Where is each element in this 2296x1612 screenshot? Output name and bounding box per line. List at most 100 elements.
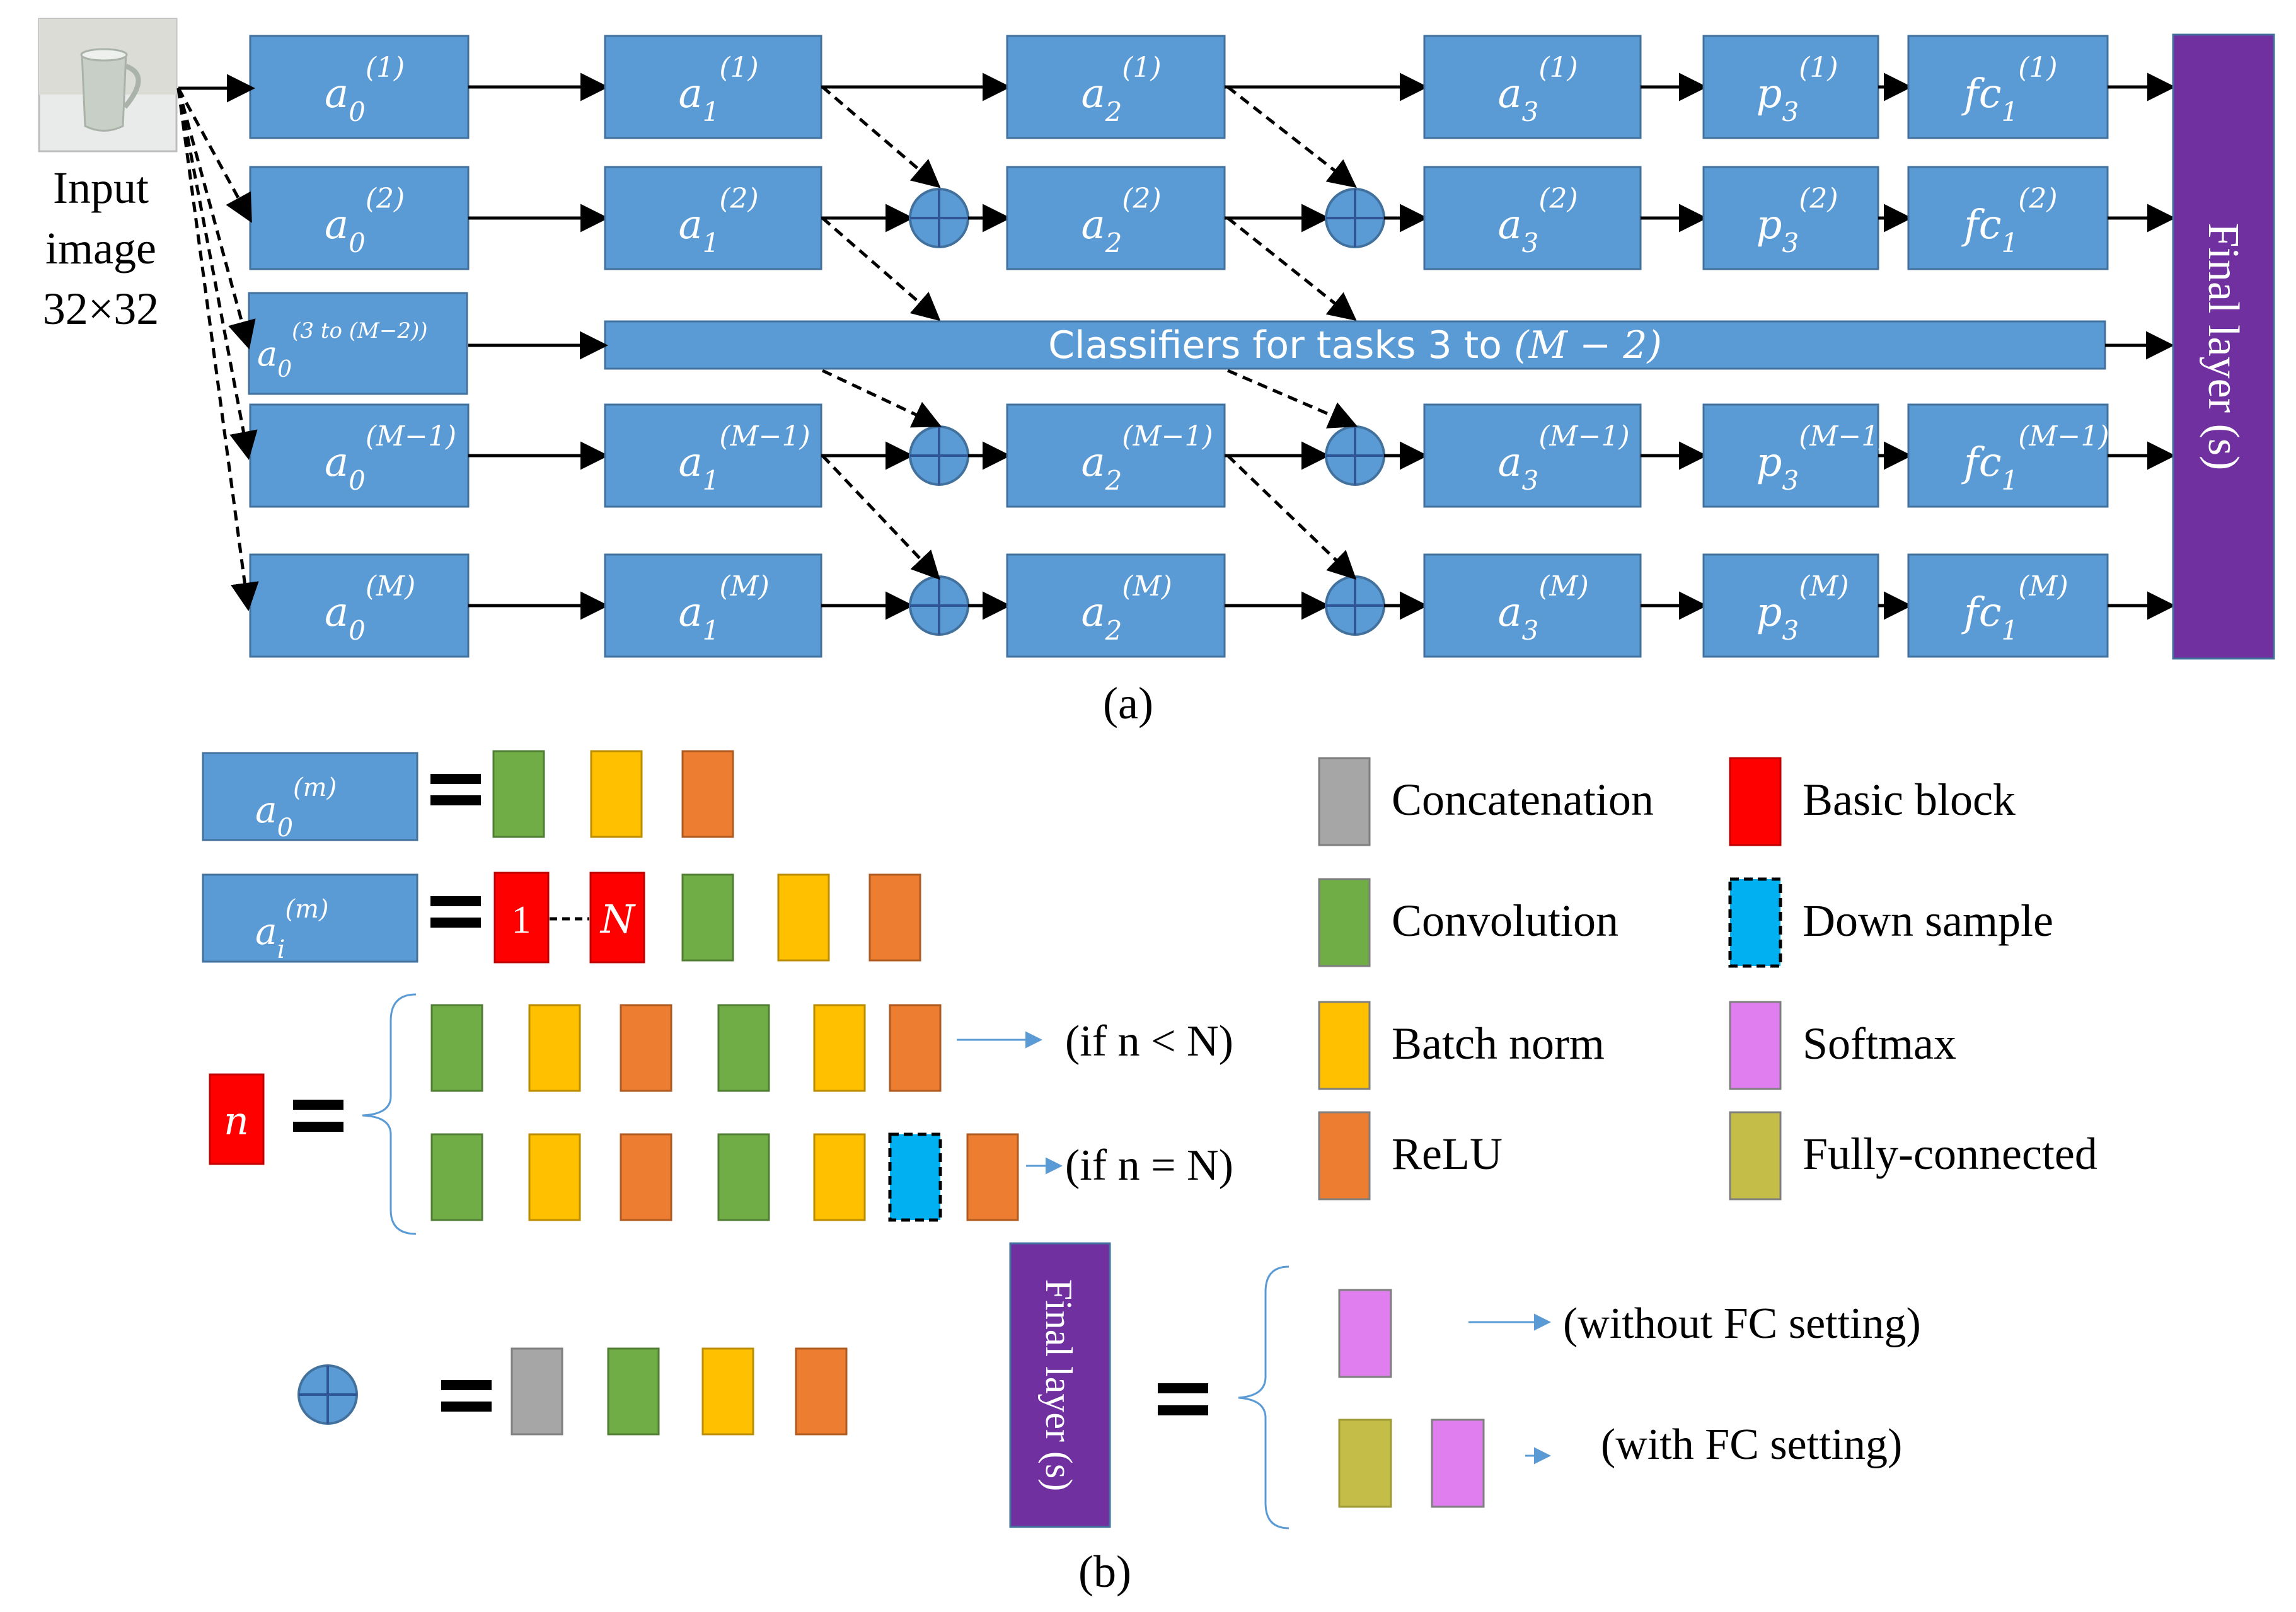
- node-base: a: [325, 202, 349, 248]
- node-base: p: [1757, 439, 1782, 486]
- node-base: a: [1082, 589, 1105, 636]
- basic-block-1: 1: [493, 872, 550, 964]
- node-base: a: [325, 589, 349, 636]
- node-sub: 3: [1522, 465, 1539, 496]
- block-convolution: [607, 1347, 660, 1436]
- input-label-line2: image: [45, 223, 156, 273]
- svg-text:a0(m): a0(m): [255, 773, 337, 843]
- svg-text:a3(1): a3(1): [1498, 52, 1578, 127]
- node-base: fc: [1961, 589, 2002, 636]
- node-a0-row2: a0(2): [249, 166, 470, 270]
- basic-block-N: N: [589, 872, 645, 964]
- legend-item-softmax: Softmax: [1729, 1001, 1956, 1090]
- block-down-sample: [888, 1132, 942, 1222]
- node-sub: 1: [2002, 227, 2019, 258]
- svg-text:a2(M): a2(M): [1082, 570, 1172, 646]
- def-ai-sub: i: [277, 935, 286, 964]
- node-sub: 1: [703, 615, 720, 646]
- svg-text:p3(M): p3(M): [1757, 570, 1849, 646]
- node-sub: 1: [703, 227, 720, 258]
- svg-text:a0(3 to (M−2)): a0(3 to (M−2)): [257, 318, 427, 383]
- node-sub: 3: [1522, 96, 1539, 127]
- node-sub: 2: [1105, 96, 1122, 127]
- legend-label: ReLU: [1392, 1129, 1503, 1179]
- node-base: a: [1498, 439, 1522, 486]
- svg-text:a2(M−1): a2(M−1): [1082, 420, 1213, 496]
- legend-item-concatenation: Concatenation: [1318, 757, 1654, 846]
- def-a0-node: a0(m): [202, 752, 418, 843]
- node-sup: (2): [366, 183, 405, 215]
- input-fanout-arrows: [176, 74, 259, 611]
- def-a0-base: a: [255, 788, 277, 831]
- def-a0-sub: 0: [277, 814, 293, 843]
- block-relu: [868, 873, 921, 962]
- node-sup: (M−1): [1799, 420, 1889, 452]
- svg-text:a3(2): a3(2): [1498, 183, 1578, 258]
- svg-text:fc1(2): fc1(2): [1961, 183, 2058, 258]
- node-a2-row1: a2(1): [1006, 35, 1226, 139]
- node-sub: 2: [1105, 615, 1122, 646]
- block-relu: [620, 1133, 672, 1221]
- final-layer-def-block: Final layer (s): [1009, 1242, 1111, 1528]
- node-sup: (M): [1799, 570, 1849, 602]
- node-base: a: [679, 202, 703, 248]
- legend-label: Basic block: [1803, 774, 2016, 825]
- block-concatenation: [511, 1347, 563, 1436]
- node-a1-row5: a1(M): [604, 553, 822, 658]
- def-ai-node: ai(m): [202, 873, 418, 964]
- equals-sign: [430, 896, 481, 928]
- brace-final: [1238, 1265, 1289, 1529]
- node-base: a: [325, 439, 349, 486]
- node-a0-row3-sub: 0: [277, 357, 292, 383]
- node-sup: (1): [719, 52, 758, 84]
- block-batch-norm: [813, 1004, 866, 1092]
- svg-text:a0(M−1): a0(M−1): [325, 420, 456, 496]
- node-sub: 2: [1105, 227, 1122, 258]
- node-sup: (M): [2018, 570, 2068, 602]
- node-base: fc: [1961, 71, 2002, 117]
- classifier-bar-math: (M − 2): [1514, 323, 1662, 367]
- node-fc1-row1: fc1(1): [1907, 35, 2109, 139]
- add-operator-icon: [909, 425, 969, 486]
- node-a0-row3-base: a: [257, 334, 277, 374]
- node-sup: (2): [1122, 183, 1161, 215]
- node-p3-row1: p3(1): [1702, 35, 1879, 139]
- svg-text:ai(m): ai(m): [255, 895, 329, 964]
- classifier-bar-text: Classifiers for tasks 3 to: [1048, 323, 1514, 367]
- node-a3-row5: a3(M): [1423, 553, 1642, 658]
- node-sub: 1: [703, 465, 720, 496]
- node-base: a: [1498, 71, 1522, 117]
- svg-text:a1(M): a1(M): [679, 570, 770, 646]
- node-a0-tasks-3-to-m2: a0(3 to (M−2)): [248, 292, 468, 395]
- svg-text:N: N: [599, 896, 637, 942]
- equals-sign: [430, 774, 481, 805]
- block-softmax: [1338, 1289, 1392, 1378]
- node-base: a: [1498, 202, 1522, 248]
- node-sub: 0: [349, 465, 366, 496]
- node-sub: 0: [349, 96, 366, 127]
- node-sup: (1): [2018, 52, 2057, 84]
- node-a0-row1: a0(1): [249, 35, 470, 139]
- node-base: a: [1082, 71, 1105, 117]
- block-relu: [795, 1347, 848, 1436]
- svg-text:a0(M): a0(M): [325, 570, 415, 646]
- svg-text:a2(2): a2(2): [1082, 183, 1162, 258]
- legend-item-fully-connected: Fully-connected: [1729, 1111, 2097, 1200]
- node-a1-row2: a1 (2): [604, 166, 822, 270]
- input-label-line1: Input: [53, 163, 149, 213]
- task-rows: a0(1)a1(1)a2(1)a3(1)p3(1)fc1(1)a0(2)a1(2…: [249, 35, 2176, 658]
- def-ai-sup: (m): [285, 895, 328, 924]
- block-convolution: [717, 1133, 770, 1221]
- node-a2-row2: a2(2): [1006, 166, 1226, 270]
- svg-text:1: 1: [512, 899, 531, 941]
- legend-label: Softmax: [1803, 1018, 1956, 1069]
- node-sup: (2): [719, 183, 758, 215]
- node-a2-row5: a2(M): [1006, 553, 1226, 658]
- node-sub: 1: [703, 96, 720, 127]
- svg-text:fc1(M−1): fc1(M−1): [1961, 420, 2109, 496]
- block-convolution: [681, 873, 734, 962]
- node-sup: (2): [2018, 183, 2057, 215]
- legend-item-batch-norm: Batch norm: [1318, 1001, 1605, 1090]
- node-sup: (2): [1799, 183, 1838, 215]
